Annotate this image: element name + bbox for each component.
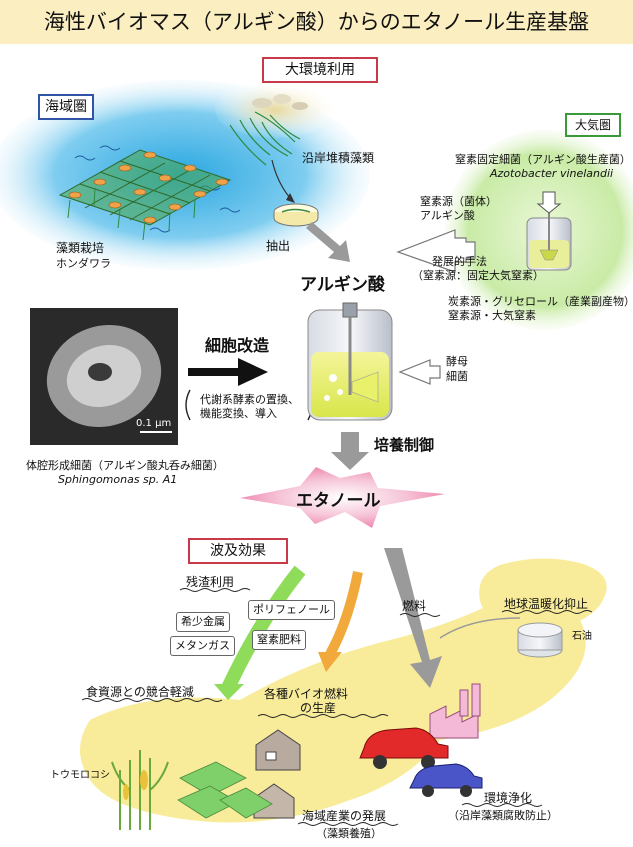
section-env-label: 大環境利用	[262, 57, 378, 83]
innovative-method-sub-label: （窒素源：固定大気窒素）	[412, 269, 544, 282]
innovative-method-label: 発展的手法	[432, 255, 487, 268]
section-ocean-label: 海域圏	[38, 94, 94, 120]
env-cleanup-label: 環境浄化	[484, 791, 533, 805]
nitrogen-fertilizer-label: 窒素肥料	[252, 630, 306, 650]
section-atm-label: 大気圏	[565, 113, 621, 137]
car-icon-2	[409, 763, 483, 797]
nitrogen-source-label: 窒素源（菌体）	[420, 195, 497, 208]
title-bar	[0, 0, 633, 44]
fermenter-icon	[307, 302, 393, 421]
azotobacter-label: Azotobacter vinelandii	[490, 167, 614, 180]
coastal-algae-label: 沿岸堆積藻類	[302, 151, 375, 165]
ethanol-label: エタノール	[296, 491, 381, 511]
hondawara-label: ホンダワラ	[56, 257, 111, 270]
petri-dish-icon	[273, 203, 319, 227]
house-icon	[255, 729, 301, 771]
section-ripple-label: 波及効果	[188, 538, 288, 564]
biofuel-production-1: 各種バイオ燃料	[264, 687, 349, 701]
oil-label: 石油	[572, 631, 592, 642]
residue-use-label: 残渣利用	[186, 575, 235, 589]
sphingo-caption-1: 体腔形成細菌（アルギン酸丸呑み細菌）	[26, 459, 224, 472]
nitrogen-air-label: 窒素源・大気窒素	[448, 309, 536, 322]
food-competition-label: 食資源との競合軽減	[86, 685, 194, 699]
carbon-source-label: 炭素源・グリセロール（産業副産物）	[448, 295, 633, 308]
rare-metals-label: 希少金属	[176, 612, 230, 632]
corn-label: トウモロコシ	[50, 770, 110, 781]
scale-bar-label: 0.1 μm	[136, 418, 172, 429]
bacteria-label: 細菌	[446, 370, 468, 383]
fermenter-small-icon	[526, 210, 572, 271]
env-cleanup-sub: （沿岸藻類腐敗防止）	[448, 809, 558, 822]
house-icon-2	[253, 783, 295, 819]
ethanol-star-icon	[240, 467, 445, 528]
oil-tank-icon	[517, 622, 563, 658]
yeast-label: 酵母	[446, 355, 468, 368]
car-icon	[359, 727, 449, 769]
nitrogen-fixing-bacteria-label: 窒素固定細菌（アルギン酸生産菌）	[455, 153, 631, 166]
algae-culture-label: 藻類栽培	[56, 241, 105, 255]
extraction-label: 抽出	[266, 239, 291, 253]
coast-area	[215, 82, 335, 138]
factory-icon	[429, 683, 481, 739]
polyphenol-label: ポリフェノール	[248, 600, 335, 620]
cell-modification-label: 細胞改造	[205, 336, 270, 355]
bacteria-micrograph-icon	[30, 308, 178, 445]
alginate-label: アルギン酸	[300, 275, 385, 295]
marine-industry-label: 海域産業の発展	[302, 809, 387, 823]
alginate-line2-label: アルギン酸	[420, 209, 475, 222]
page-title: 海性バイオマス（アルギン酸）からのエタノール生産基盤	[43, 10, 590, 34]
methane-gas-label: メタンガス	[170, 636, 235, 656]
fuel-label: 燃料	[402, 599, 427, 613]
marine-industry-sub: （藻類養殖）	[316, 827, 382, 840]
biofuel-production-2: の生産	[300, 701, 337, 715]
sphingo-caption-2: Sphingomonas sp. A1	[58, 473, 178, 486]
cell-mod-detail-2: 機能変換、導入	[200, 407, 277, 420]
culture-control-label: 培養制御	[374, 436, 435, 454]
field-icon	[177, 761, 273, 819]
seaweed-icon	[229, 111, 301, 166]
global-warming-label: 地球温暖化抑止	[504, 597, 589, 611]
cell-mod-detail-1: 代謝系酵素の置換、	[200, 393, 299, 406]
